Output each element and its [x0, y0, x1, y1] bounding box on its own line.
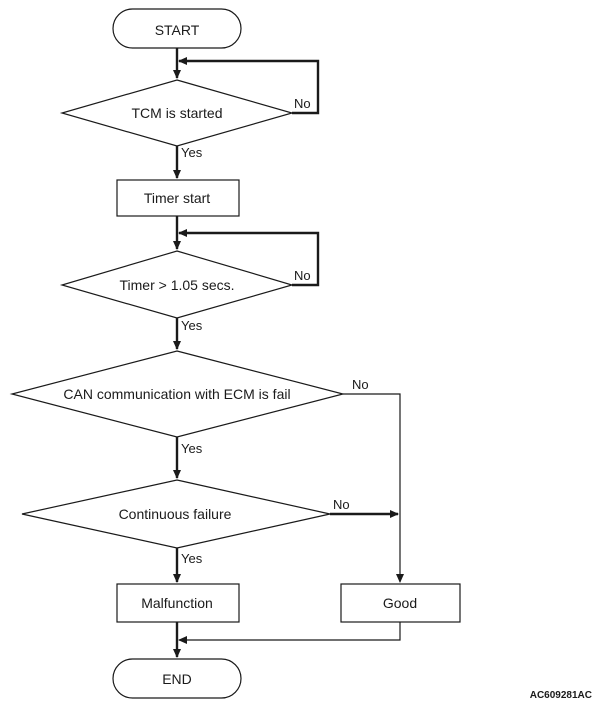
timer-start-process	[116, 179, 240, 217]
can-yes-label: Yes	[181, 441, 203, 456]
end-terminal	[112, 658, 242, 699]
can-fail-label: CAN communication with ECM is fail	[63, 386, 290, 402]
timer-check-label: Timer > 1.05 secs.	[119, 277, 234, 293]
continuous-yes-label: Yes	[181, 551, 203, 566]
good-label: Good	[383, 595, 417, 611]
timer-yes-label: Yes	[181, 318, 203, 333]
malfunction-label: Malfunction	[141, 595, 213, 611]
loop-tcm-no	[178, 57, 320, 115]
continuous-failure-label: Continuous failure	[119, 506, 232, 522]
arrow-can-no	[343, 393, 404, 583]
start-label: START	[155, 22, 200, 38]
can-no-label: No	[352, 377, 369, 392]
continuous-no-label: No	[333, 497, 350, 512]
figure-code: AC609281AC	[530, 690, 592, 701]
timer-no-label: No	[294, 268, 311, 283]
timer-start-label: Timer start	[144, 190, 210, 206]
arrow-good-to-end	[178, 622, 401, 644]
loop-timer-no	[178, 229, 320, 287]
tcm-no-label: No	[294, 96, 311, 111]
tcm-yes-label: Yes	[181, 145, 203, 160]
tcm-started-label: TCM is started	[131, 105, 222, 121]
end-label: END	[162, 671, 192, 687]
